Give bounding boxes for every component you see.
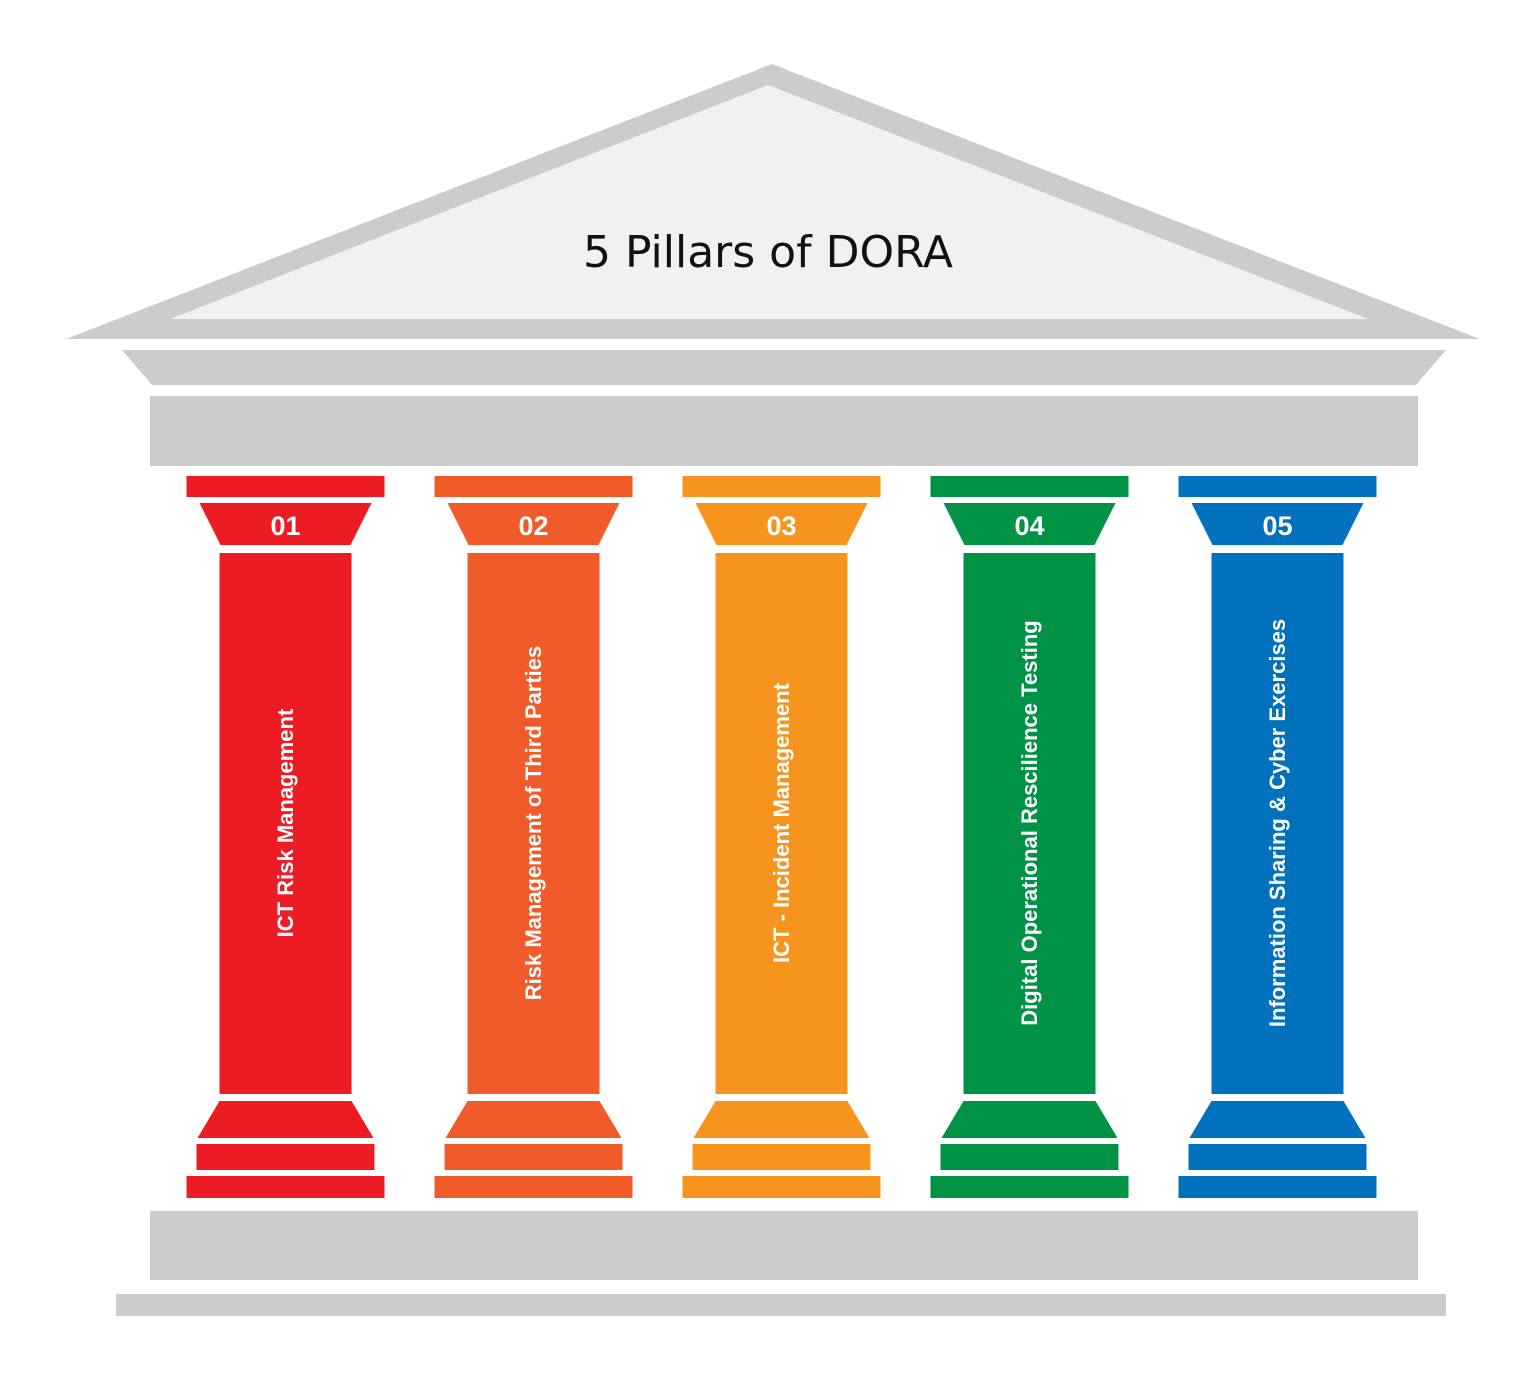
pillar-capital-top [930,476,1129,497]
pillar-base [941,1101,1118,1138]
diagram-title: 5 Pillars of DORA [583,227,953,278]
architrave [150,396,1418,466]
pillar-capital-top [1178,476,1377,497]
pillar-number: 02 [518,511,548,541]
cornice [122,350,1446,385]
pillar-shaft [219,553,352,1094]
pillar-plinth-lower [682,1176,881,1198]
pillar-capital [447,503,620,545]
pillar-plinth-upper [444,1144,623,1170]
pillar-plinth-lower [930,1176,1129,1198]
pillar-capital-top [682,476,881,497]
pillar-number: 04 [1014,511,1044,541]
pillar-capital [943,503,1116,545]
pillar-base [1189,1101,1366,1138]
pillar-capital-top [434,476,633,497]
pillar-plinth-upper [1188,1144,1367,1170]
pediment-inner [170,85,1368,319]
pillar-label: Information Sharing & Cyber Exercises [1265,619,1290,1027]
pillar-shaft [1211,553,1344,1094]
pillar-label: ICT Risk Management [273,708,298,937]
pillar-capital-top [186,476,385,497]
pillar-label: Digital Operational Rescilience Testing [1017,620,1042,1025]
pillar-number: 03 [766,511,796,541]
pillar-shaft [715,553,848,1094]
pillar-plinth-lower [434,1176,633,1198]
pillar-shaft [467,553,600,1094]
pillar-plinth-lower [1178,1176,1377,1198]
pillar-capital [695,503,868,545]
pillar-capital [199,503,372,545]
pillar-capital [1191,503,1364,545]
base-step-lower [116,1294,1446,1316]
pillar-base [445,1101,622,1138]
pillar-plinth-upper [940,1144,1119,1170]
pillar-base [197,1101,374,1138]
pillar-number: 05 [1262,511,1292,541]
pillar-base [693,1101,870,1138]
pillar-label: ICT - Incident Management [769,682,794,963]
pillar-number: 01 [270,511,300,541]
pillar-shaft [963,553,1096,1094]
pillar-plinth-lower [186,1176,385,1198]
base-step-upper [150,1211,1418,1280]
pillar-label: Risk Management of Third Parties [521,646,546,1001]
pillar-plinth-upper [196,1144,375,1170]
pillar-plinth-upper [692,1144,871,1170]
